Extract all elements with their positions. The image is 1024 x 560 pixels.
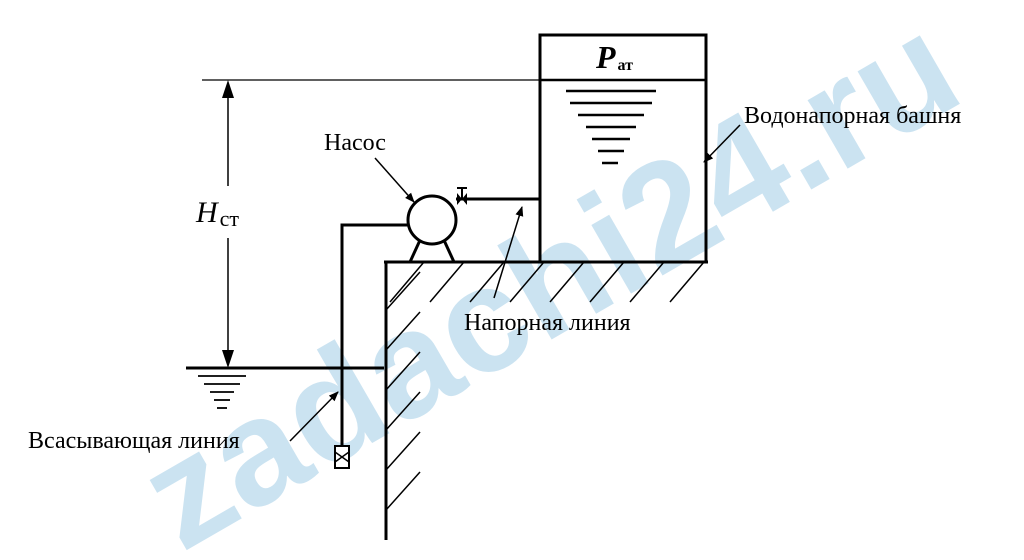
discharge-leader-arrow — [493, 206, 524, 299]
tower-leader-arrow — [703, 124, 741, 163]
pump-label: Насос — [324, 130, 386, 156]
water-tower — [538, 33, 708, 264]
suction-pipe — [340, 223, 412, 446]
watermark: zadachi24.ru — [114, 0, 985, 560]
pump — [406, 194, 458, 263]
head-dimension-arrow — [222, 80, 234, 368]
discharge-line-label: Напорная линия — [464, 310, 631, 336]
head-label: Hст — [195, 196, 239, 231]
svg-text:zadachi24.ru: zadachi24.ru — [114, 0, 985, 560]
suction-line-label: Всасывающая линия — [28, 428, 240, 454]
discharge-valve — [457, 187, 467, 205]
foot-valve-strainer — [334, 445, 350, 469]
tower-water-surface — [566, 89, 656, 165]
reservoir-water-surface — [186, 366, 384, 409]
suction-leader-arrow — [289, 391, 339, 442]
tower-label: Водонапорная башня — [744, 103, 961, 129]
ground-hatching-horizontal — [389, 261, 705, 303]
ground-hatching-vertical — [385, 271, 421, 511]
pump-leader-arrow — [374, 157, 415, 203]
